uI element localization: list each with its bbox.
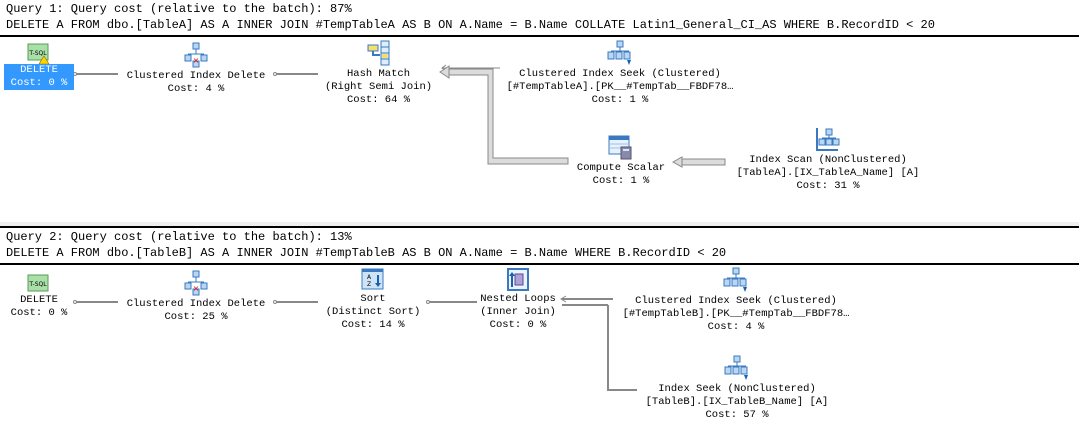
nested-loops-icon xyxy=(507,268,529,291)
svg-text:A: A xyxy=(367,274,372,281)
clustered-index-delete-icon: × xyxy=(184,42,208,68)
q1-node-clustered-index-seek[interactable]: Clustered Index Seek (Clustered)[#TempTa… xyxy=(500,40,740,107)
q2-link-cidelete-sort xyxy=(273,300,318,304)
query1-sql: DELETE A FROM dbo.[TableA] AS A INNER JO… xyxy=(6,18,935,32)
compute-scalar-icon xyxy=(608,135,632,160)
query2-top-divider xyxy=(0,226,1079,228)
q2-link-sort-nested xyxy=(426,300,477,304)
node-label: Sort(Distinct Sort)Cost: 14 % xyxy=(325,293,421,331)
clustered-index-seek-icon xyxy=(723,267,747,292)
node-label: Clustered Index Seek (Clustered)[#TempTa… xyxy=(622,295,850,333)
query1-header: Query 1: Query cost (relative to the bat… xyxy=(6,2,352,16)
q1-link-compute-indexscan xyxy=(671,156,726,168)
query2-header: Query 2: Query cost (relative to the bat… xyxy=(6,230,352,244)
svg-text:T-SQL: T-SQL xyxy=(28,50,47,57)
svg-text:T-SQL: T-SQL xyxy=(28,281,47,288)
q1-node-hash-match[interactable]: Hash Match(Right Semi Join)Cost: 64 % xyxy=(316,40,441,107)
q2-node-clustered-index-seek[interactable]: Clustered Index Seek (Clustered)[#TempTa… xyxy=(616,267,856,334)
tsql-icon: T-SQL xyxy=(27,274,49,292)
query1-divider xyxy=(0,35,1079,37)
q2-node-nested-loops[interactable]: Nested Loops(Inner Join)Cost: 0 % xyxy=(470,267,566,332)
node-label: Clustered Index Seek (Clustered)[#TempTa… xyxy=(506,68,734,106)
q2-link-nested-ciseek xyxy=(560,295,613,306)
q1-link-cidelete-hash xyxy=(273,72,318,76)
svg-text:Z: Z xyxy=(367,281,371,288)
q1-node-index-scan[interactable]: Index Scan (NonClustered)[TableA].[IX_Ta… xyxy=(728,126,928,193)
clustered-index-seek-icon xyxy=(607,40,631,65)
sort-icon: A Z xyxy=(361,268,384,290)
q2-node-sort[interactable]: A Z Sort(Distinct Sort)Cost: 14 % xyxy=(318,267,428,332)
svg-text:×: × xyxy=(193,284,200,293)
node-label: Nested Loops(Inner Join)Cost: 0 % xyxy=(480,293,556,331)
query-separator xyxy=(0,222,1079,226)
hash-match-icon xyxy=(367,40,389,66)
query2-sql: DELETE A FROM dbo.[TableB] AS A INNER JO… xyxy=(6,246,727,260)
index-scan-icon xyxy=(816,128,840,151)
tsql-icon: T-SQL xyxy=(27,43,50,64)
node-label: Index Scan (NonClustered)[TableA].[IX_Ta… xyxy=(736,154,920,192)
node-label: Hash Match(Right Semi Join)Cost: 64 % xyxy=(324,68,433,106)
index-seek-icon xyxy=(724,355,748,380)
query2-divider xyxy=(0,263,1079,265)
q2-link-nested-indexseek xyxy=(607,305,637,391)
q1-link-delete-cidelete xyxy=(73,72,118,76)
q2-node-index-seek[interactable]: Index Seek (NonClustered)[TableB].[IX_Ta… xyxy=(637,355,837,422)
clustered-index-delete-icon: × xyxy=(184,270,208,296)
q2-link-delete-cidelete xyxy=(73,300,118,304)
node-label: Index Seek (NonClustered)[TableB].[IX_Ta… xyxy=(645,383,829,421)
svg-text:×: × xyxy=(193,56,200,65)
warning-icon xyxy=(38,55,50,64)
q1-link-hash-compute xyxy=(439,65,569,165)
